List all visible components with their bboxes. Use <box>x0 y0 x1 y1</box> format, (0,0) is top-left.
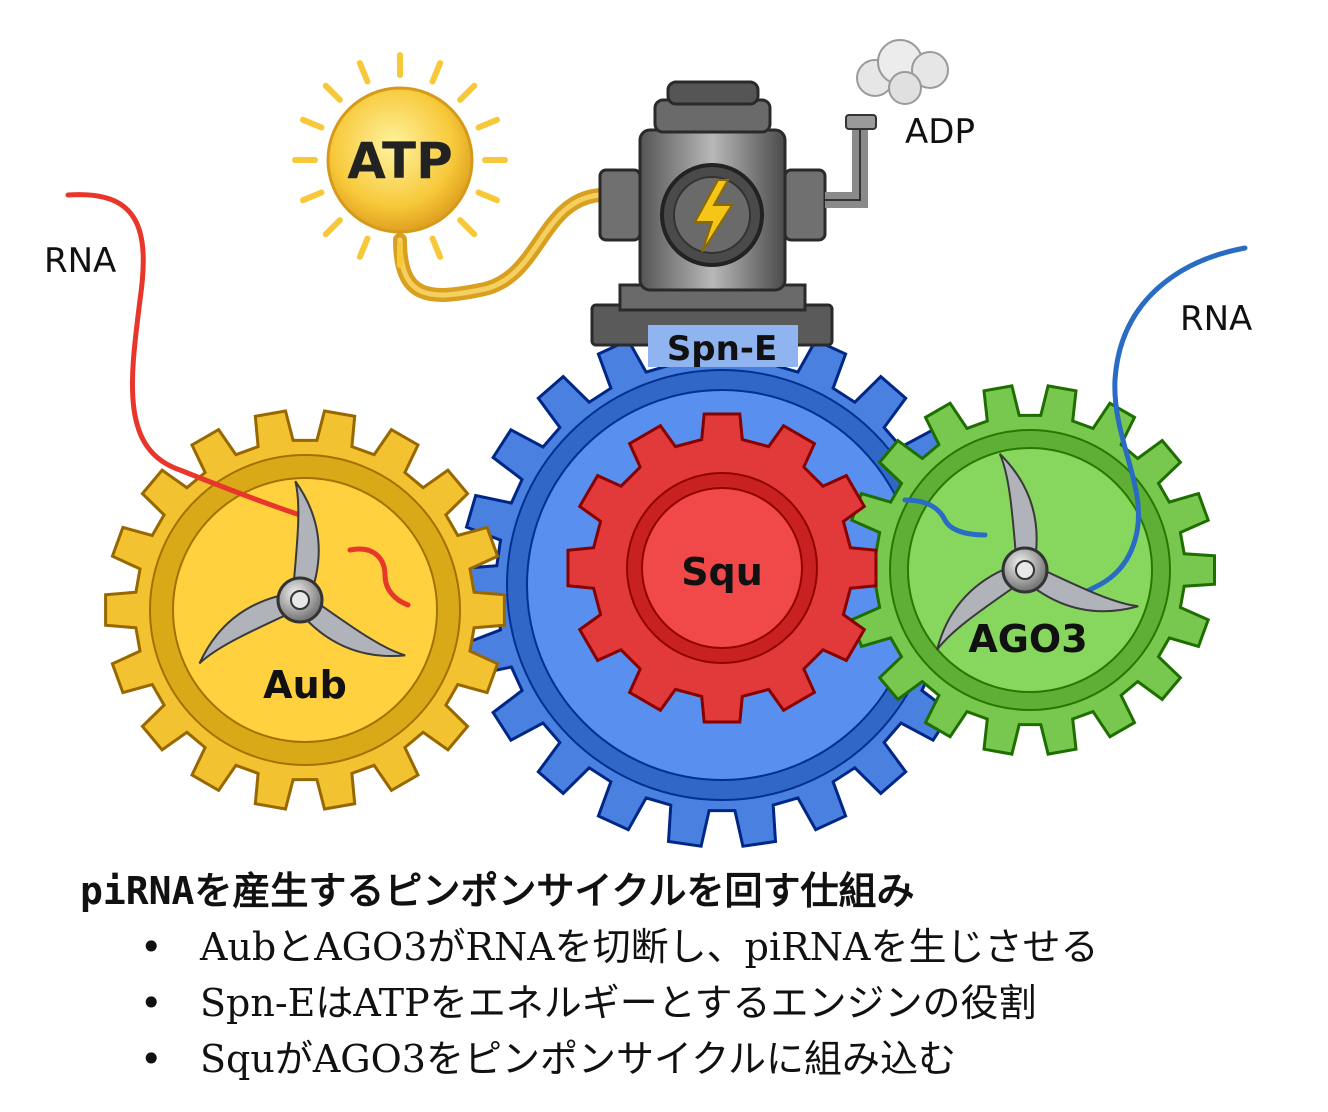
bullet-symbol: • <box>140 925 163 969</box>
caption-list: • AubとAGO3がRNAを切断し、piRNAを生じさせる • Spn-EはATP… <box>80 919 1320 1087</box>
squ-label: Squ <box>681 550 763 594</box>
blade-icon <box>936 453 1139 651</box>
caption: piRNAを産生するピンポンサイクルを回す仕組み • AubとAGO3がRNAを切… <box>80 860 1320 1087</box>
smoke-cloud-icon <box>856 39 949 105</box>
rna-label-left: RNA <box>44 241 116 281</box>
adp-label: ADP <box>905 112 975 152</box>
spne-label-plate <box>648 325 798 367</box>
rna-label-right: RNA <box>1180 299 1252 339</box>
bullet-text: AubとAGO3がRNAを切断し、piRNAを生じさせる <box>200 925 1099 969</box>
rna-strand-right <box>1082 245 1248 595</box>
rna-fragment-left <box>347 546 411 608</box>
bullet-text: SquがAGO3をピンポンサイクルに組み込む <box>200 1037 957 1081</box>
lightning-icon <box>693 179 734 253</box>
caption-title: piRNAを産生するピンポンサイクルを回す仕組み <box>80 869 915 913</box>
ago3-label: AGO3 <box>968 617 1087 661</box>
rna-strand-left <box>65 192 303 518</box>
bullet-symbol: • <box>140 981 163 1025</box>
sun-icon <box>292 52 508 268</box>
atp-label: ATP <box>347 132 453 190</box>
ping-pong-diagram: ATP ADP Spn-E RNA RNA Squ Aub AGO3 <box>44 39 1252 848</box>
bullet-symbol: • <box>140 1037 163 1081</box>
bullet-text: Spn-EはATPをエネルギーとするエンジンの役割 <box>200 981 1037 1025</box>
squ-gear <box>566 412 878 724</box>
spne-label: Spn-E <box>667 329 777 369</box>
rna-fragment-right <box>902 497 988 538</box>
caption-bullet-1: • AubとAGO3がRNAを切断し、piRNAを生じさせる <box>140 919 1320 975</box>
blade-icon <box>198 480 406 665</box>
aub-label: Aub <box>263 663 347 707</box>
caption-bullet-2: • Spn-EはATPをエネルギーとするエンジンの役割 <box>140 975 1320 1031</box>
caption-bullet-3: • SquがAGO3をピンポンサイクルに組み込む <box>140 1031 1320 1087</box>
engine-icon <box>590 80 877 347</box>
